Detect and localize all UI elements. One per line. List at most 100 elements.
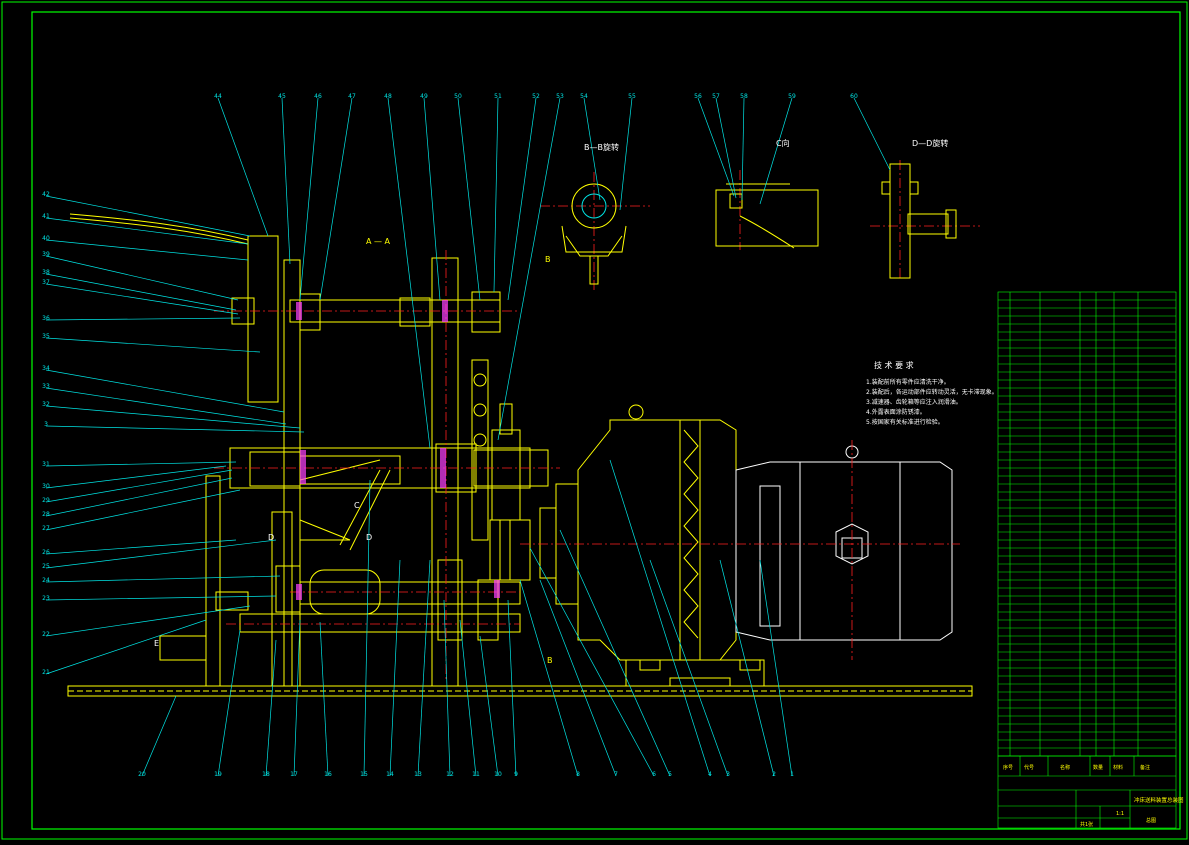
leader-line bbox=[45, 387, 287, 425]
part-balloon-46: 46 bbox=[314, 93, 322, 100]
leader-line bbox=[583, 97, 601, 201]
part-balloon-57: 57 bbox=[712, 93, 720, 100]
leader-line bbox=[649, 559, 729, 777]
gearbox bbox=[539, 404, 765, 687]
part-balloon-40: 40 bbox=[42, 235, 50, 242]
leader-line bbox=[493, 97, 499, 293]
part-balloon-35: 35 bbox=[42, 333, 50, 340]
part-balloon-3: 3 bbox=[726, 771, 730, 778]
part-balloon-47: 47 bbox=[348, 93, 356, 100]
leader-line bbox=[497, 97, 561, 441]
leader-line bbox=[45, 539, 237, 555]
leader-line bbox=[45, 369, 285, 413]
leader-line bbox=[141, 695, 177, 777]
part-balloon-42: 42 bbox=[42, 191, 50, 198]
leader-line bbox=[457, 97, 481, 301]
marker-c: C bbox=[354, 501, 360, 510]
leader-line bbox=[619, 97, 633, 211]
part-balloon-54: 54 bbox=[580, 93, 588, 100]
leader-line bbox=[45, 619, 207, 675]
leader-line bbox=[45, 465, 227, 489]
title-block-text: 序号 代号 名称 数量 材料 备注 冲床送料装置总装图 1:1 共1张 总图 bbox=[1003, 764, 1184, 828]
leader-line bbox=[45, 283, 239, 315]
parts-list-table bbox=[997, 291, 1177, 757]
part-balloon-38: 38 bbox=[42, 269, 50, 276]
tech-req-item: 3.减速器、齿轮箱等应注入润滑油。 bbox=[866, 398, 962, 406]
part-balloon-30: 30 bbox=[42, 483, 50, 490]
leader-line bbox=[363, 479, 371, 777]
part-balloon-31: 31 bbox=[42, 461, 50, 468]
feed-cable bbox=[69, 213, 249, 241]
part-balloon-3: 3 bbox=[44, 421, 48, 428]
marker-d1: D bbox=[268, 533, 274, 542]
part-balloon-9: 9 bbox=[514, 771, 518, 778]
part-balloon-33: 33 bbox=[42, 383, 50, 390]
part-balloon-60: 60 bbox=[850, 93, 858, 100]
leader-line bbox=[389, 559, 401, 777]
linkage bbox=[159, 459, 391, 661]
part-balloon-58: 58 bbox=[740, 93, 748, 100]
marker-b1: B bbox=[545, 255, 551, 264]
marker-e: E bbox=[154, 639, 159, 648]
part-balloon-41: 41 bbox=[42, 213, 50, 220]
header-no: 序号 bbox=[1003, 764, 1013, 771]
part-balloon-16: 16 bbox=[324, 771, 332, 778]
leader-line bbox=[741, 97, 745, 201]
leader-line bbox=[45, 461, 237, 467]
part-balloon-14: 14 bbox=[386, 771, 394, 778]
part-balloon-5: 5 bbox=[668, 771, 672, 778]
part-balloon-25: 25 bbox=[42, 563, 50, 570]
tech-req-title: 技 术 要 求 bbox=[874, 360, 914, 370]
part-balloon-53: 53 bbox=[556, 93, 564, 100]
part-balloon-24: 24 bbox=[42, 577, 50, 584]
header-name: 名称 bbox=[1060, 764, 1070, 771]
header-material: 材料 bbox=[1113, 764, 1123, 771]
part-balloon-37: 37 bbox=[42, 279, 50, 286]
leader-line bbox=[45, 337, 261, 353]
part-balloon-32: 32 bbox=[42, 401, 50, 408]
tech-req-item: 4.外露表面涂防锈漆。 bbox=[866, 408, 926, 416]
part-balloon-13: 13 bbox=[414, 771, 422, 778]
leader-line bbox=[45, 539, 277, 569]
leader-line bbox=[217, 629, 241, 777]
part-balloon-17: 17 bbox=[290, 771, 298, 778]
part-balloon-34: 34 bbox=[42, 365, 50, 372]
leader-line bbox=[507, 97, 537, 301]
part-balloon-2: 2 bbox=[772, 771, 776, 778]
part-balloon-20: 20 bbox=[138, 771, 146, 778]
leader-line bbox=[759, 559, 793, 777]
leader-line bbox=[387, 97, 431, 449]
header-code: 代号 bbox=[1024, 764, 1034, 771]
label-section-bb: B—B旋转 bbox=[584, 142, 619, 152]
part-balloon-12: 12 bbox=[446, 771, 454, 778]
tech-req-item: 5.按国家有关标准进行检验。 bbox=[866, 418, 944, 426]
leader-line bbox=[45, 469, 233, 503]
leader-line bbox=[45, 477, 233, 517]
part-balloon-29: 29 bbox=[42, 497, 50, 504]
leader-line bbox=[459, 619, 477, 777]
part-balloon-48: 48 bbox=[384, 93, 392, 100]
centerlines bbox=[214, 160, 980, 680]
part-balloon-55: 55 bbox=[628, 93, 636, 100]
part-balloon-15: 15 bbox=[360, 771, 368, 778]
tech-req-item: 1.装配前所有零件应清洗干净。 bbox=[866, 378, 950, 386]
leader-line bbox=[281, 97, 291, 265]
part-balloon-49: 49 bbox=[420, 93, 428, 100]
leader-line bbox=[423, 97, 441, 301]
tech-req-item: 2.装配后，各运动部件应转动灵活，无卡滞现象。 bbox=[866, 388, 998, 396]
leader-line bbox=[529, 547, 655, 777]
leader-line bbox=[853, 97, 891, 171]
leader-line bbox=[719, 559, 775, 777]
part-balloon-18: 18 bbox=[262, 771, 270, 778]
leader-line bbox=[45, 489, 241, 531]
base-plate bbox=[67, 685, 973, 697]
part-balloon-27: 27 bbox=[42, 525, 50, 532]
drawing-sheet: 共1张 bbox=[1080, 821, 1093, 828]
leader-line bbox=[319, 97, 353, 301]
header-remark: 备注 bbox=[1140, 764, 1150, 771]
part-balloon-39: 39 bbox=[42, 251, 50, 258]
part-balloon-11: 11 bbox=[472, 771, 480, 778]
leader-line bbox=[715, 97, 737, 199]
leader-line bbox=[45, 273, 237, 311]
